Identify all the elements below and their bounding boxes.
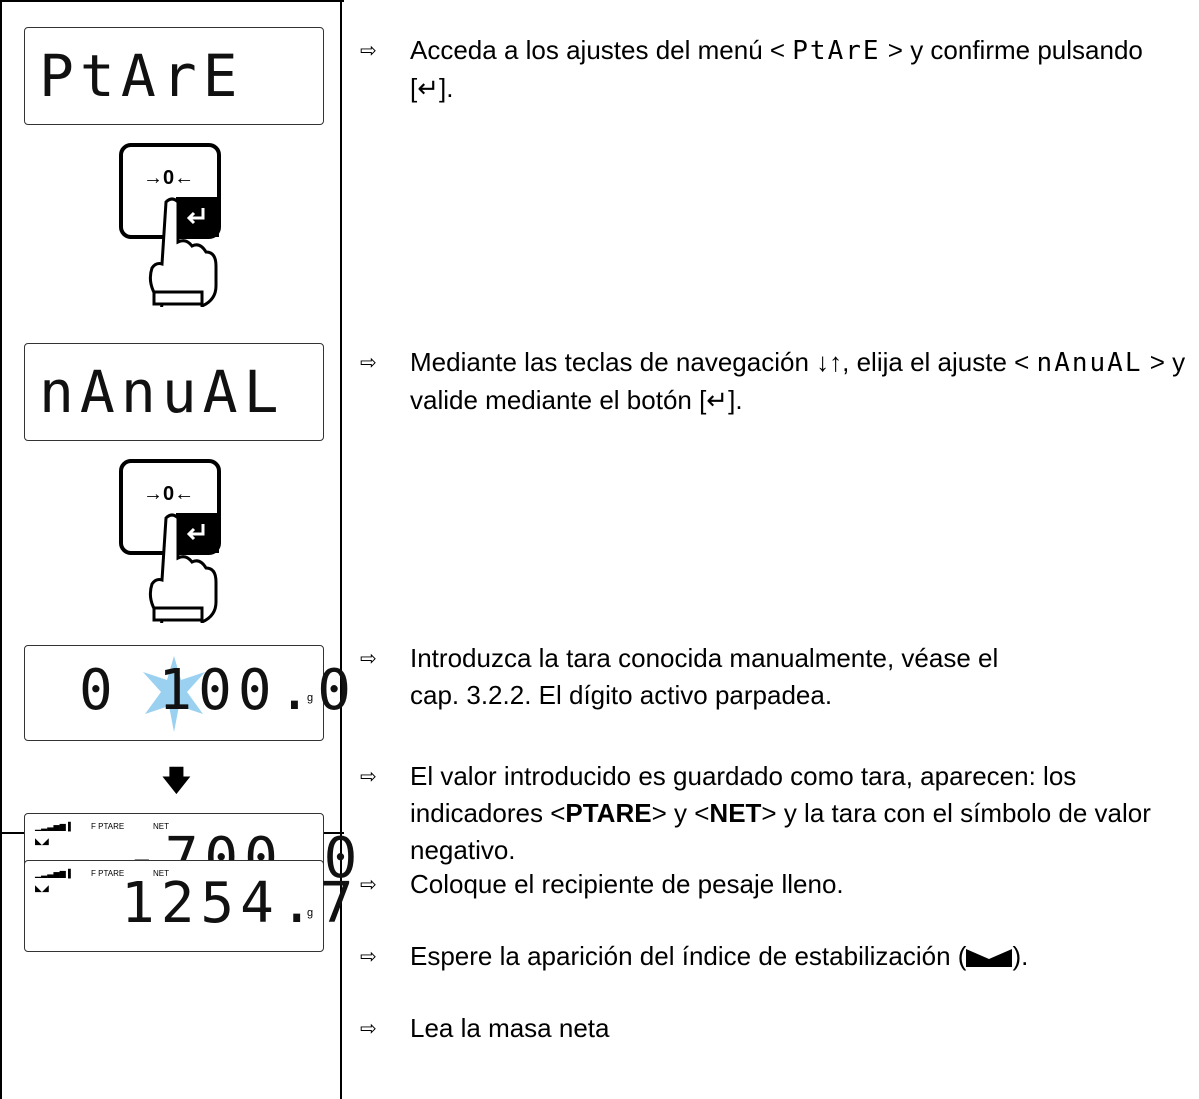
annunciator-fptare: F PTARE [91, 822, 125, 831]
arrow-bullet-icon: ⇨ [360, 946, 377, 968]
zero-enter-key-press-icon: →0← [119, 143, 221, 307]
arrow-bullet-icon: ⇨ [360, 40, 377, 62]
step-3: Introduzca la tara conocida manualmente,… [410, 643, 999, 710]
display-unit: g [307, 907, 314, 919]
down-arrow-icon: 🡇 [162, 765, 191, 796]
stability-icon: ◣◢ [35, 883, 49, 893]
display-manual: nAnuAL [24, 343, 324, 441]
display-net-weight: ▁▂▃▅▆ ▌ F PTARE NET ◣◢ 1254.7 g [24, 860, 353, 952]
step-1: Acceda a los ajustes del menú < PtArE > … [410, 35, 1143, 103]
svg-text:→0←: →0← [143, 167, 194, 189]
display-ptare: PtArE [24, 27, 324, 125]
display-unit: g [307, 692, 314, 704]
arrow-bullet-icon: ⇨ [360, 874, 377, 896]
stability-icon: ◣◢ [35, 836, 49, 846]
display-tare-entry-text: 0 100.0 [79, 658, 358, 723]
step-7: Lea la masa neta [410, 1013, 610, 1043]
annunciator-net: NET [153, 869, 169, 878]
bar-indicator: ▁▂▃▅▆ ▌ [35, 822, 74, 831]
arrow-bullet-icon: ⇨ [360, 352, 377, 374]
step-5: Coloque el recipiente de pesaje lleno. [410, 869, 844, 899]
step-2: Mediante las teclas de navegación ↓↑, el… [410, 347, 1186, 415]
step-6: Espere la aparición del índice de estabi… [410, 941, 1029, 971]
bar-indicator: ▁▂▃▅▆ ▌ [35, 869, 74, 878]
stability-indicator-icon [966, 949, 1013, 968]
arrow-bullet-icon: ⇨ [360, 648, 377, 670]
display-tare-entry: 0 100.0 g [24, 645, 351, 741]
svg-text:→0←: →0← [143, 483, 194, 505]
zero-enter-key-press-icon: →0← [119, 459, 221, 623]
step-4: El valor introducido es guardado como ta… [410, 761, 1151, 865]
arrow-bullet-icon: ⇨ [360, 1018, 377, 1040]
blink-star-icon [143, 656, 205, 732]
arrow-bullet-icon: ⇨ [360, 766, 377, 788]
display-manual-text: nAnuAL [39, 358, 285, 426]
illustration-column [0, 0, 342, 1099]
annunciator-net: NET [153, 822, 169, 831]
display-net-weight-text: 1254.7 [121, 871, 360, 936]
annunciator-fptare: F PTARE [91, 869, 125, 878]
top-border [0, 0, 344, 2]
display-ptare-text: PtArE [39, 42, 244, 110]
